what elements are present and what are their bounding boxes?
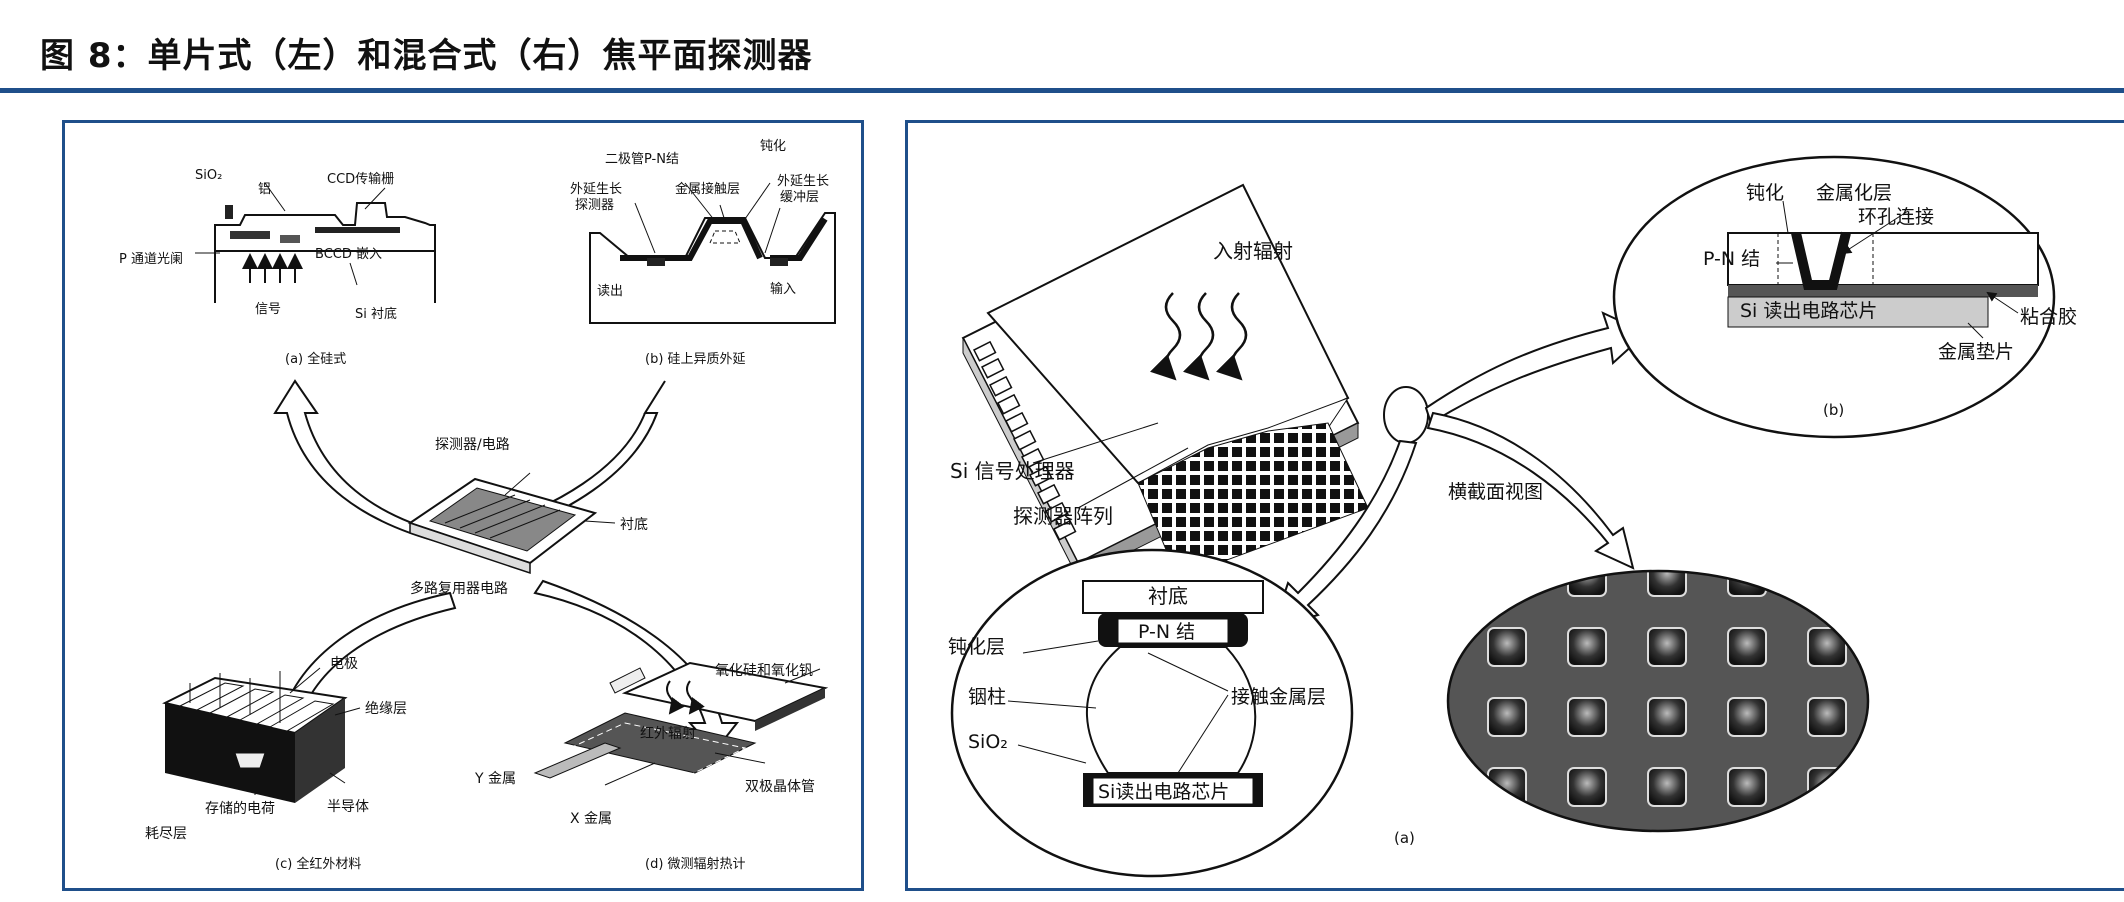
b-readout-chip-label: Si 读出电路芯片 — [1740, 300, 1877, 322]
center-mux-label: 多路复用器电路 — [410, 580, 508, 597]
b-metal-pad-label: 金属垫片 — [1938, 341, 2014, 363]
a-al-label: 铝 — [258, 182, 271, 197]
title-divider — [0, 88, 2124, 93]
si-processor-label: Si 信号处理器 — [950, 459, 1075, 483]
a-sio2-label: SiO₂ — [195, 168, 222, 183]
hybrid-diagram: 入射辐射 Si 信号处理器 探测器阵列 横截面视图 钝化 金属化层 环孔连接 P… — [948, 155, 2077, 878]
a-si-sub-label: Si 衬底 — [355, 306, 397, 322]
a-signal-label: 信号 — [255, 302, 281, 317]
b-epi-buffer-label-2: 缓冲层 — [780, 190, 819, 205]
b-adhesive-label: 粘合胶 — [2020, 306, 2077, 328]
b-via-label: 环孔连接 — [1858, 206, 1934, 228]
bump-readout-chip-label: Si读出电路芯片 — [1098, 781, 1229, 803]
a-ccd-label: CCD传输栅 — [327, 171, 394, 187]
b-input-label: 输入 — [770, 281, 796, 297]
figure-title: 图 8：单片式（左）和混合式（右）焦平面探测器 — [40, 36, 813, 76]
monolithic-panel: SiO₂ 铝 CCD传输栅 P 通道光阑 BCCD 嵌入 信号 Si 衬底 (a… — [62, 120, 864, 891]
incident-label: 入射辐射 — [1213, 239, 1293, 263]
bump-contact-metal-label: 接触金属层 — [1231, 686, 1326, 708]
cross-section-label: 横截面视图 — [1448, 481, 1543, 503]
bump-passivation-label: 钝化层 — [948, 636, 1005, 658]
b-epi-detector-label-1: 外延生长 — [570, 182, 622, 197]
center-substrate-label: 衬底 — [620, 517, 648, 533]
d-oxides-label: 氧化硅和氧化钒 — [715, 663, 813, 679]
a-pgate-label: P 通道光阑 — [119, 252, 183, 267]
b-passivation-label: 钝化 — [760, 139, 786, 154]
bump-sio2-label: SiO₂ — [968, 731, 1008, 753]
d-ir-label: 红外辐射 — [640, 726, 696, 742]
b-pn-label-r: P-N 结 — [1703, 248, 1760, 270]
detector-array-label: 探测器阵列 — [1013, 504, 1113, 528]
monolithic-diagram: SiO₂ 铝 CCD传输栅 P 通道光阑 BCCD 嵌入 信号 Si 衬底 (a… — [119, 139, 836, 872]
hybrid-array: 入射辐射 Si 信号处理器 探测器阵列 — [950, 183, 1429, 579]
indium-bump-inset: 衬底 P-N 结 钝化层 铟柱 接触金属层 SiO₂ Si读出电路芯片 — [948, 548, 1354, 878]
inset-b: 钝化 金属化层 环孔连接 P-N 结 Si 读出电路芯片 粘合胶 金属垫片 (b… — [1612, 155, 2077, 439]
center-chip: 探测器/电路 衬底 多路复用器电路 — [407, 437, 648, 597]
d-caption: (d) 微测辐射热计 — [645, 856, 746, 872]
all-ir-diagram: 电极 绝缘层 存储的电荷 半导体 耗尽层 (c) 全红外材料 — [145, 656, 407, 872]
c-depletion-label: 耗尽层 — [145, 826, 187, 842]
bump-substrate-label: 衬底 — [1148, 584, 1188, 608]
d-bipolar-label: 双极晶体管 — [745, 779, 815, 795]
a-caption: (a) 全硅式 — [285, 351, 346, 367]
all-silicon-diagram: SiO₂ 铝 CCD传输栅 P 通道光阑 BCCD 嵌入 信号 Si 衬底 (a… — [119, 168, 436, 367]
center-detector-label: 探测器/电路 — [435, 437, 510, 453]
a-caption-r: (a) — [1394, 829, 1415, 847]
d-y-metal-label: Y 金属 — [474, 771, 516, 787]
bump-indium-label: 铟柱 — [968, 686, 1006, 708]
hybrid-panel: 入射辐射 Si 信号处理器 探测器阵列 横截面视图 钝化 金属化层 环孔连接 P… — [905, 120, 2124, 891]
c-insulator-label: 绝缘层 — [365, 701, 407, 717]
c-caption: (c) 全红外材料 — [275, 856, 361, 872]
c-stored-charge-label: 存储的电荷 — [205, 801, 275, 817]
a-bccd-label: BCCD 嵌入 — [315, 247, 382, 262]
bump-pn-label: P-N 结 — [1138, 621, 1195, 643]
sem-micrograph — [1446, 569, 1870, 833]
b-pn-label: 二极管P-N结 — [605, 152, 679, 167]
b-epi-detector-label-2: 探测器 — [575, 198, 614, 213]
b-passivation-label-r: 钝化 — [1746, 182, 1784, 204]
b-readout-label: 读出 — [597, 284, 623, 299]
b-caption: (b) 硅上异质外延 — [645, 352, 746, 367]
c-semiconductor-label: 半导体 — [327, 799, 369, 815]
microbolometer-diagram: 氧化硅和氧化钒 红外辐射 Y 金属 X 金属 双极晶体管 (d) 微测辐射热计 — [474, 661, 829, 872]
b-caption-r: (b) — [1823, 401, 1844, 419]
heteroepitaxy-diagram: 二极管P-N结 钝化 金属接触层 外延生长 探测器 外延生长 缓冲层 读出 输入… — [570, 139, 836, 367]
hybrid-arrows: 横截面视图 — [1271, 311, 1648, 630]
d-x-metal-label: X 金属 — [570, 811, 612, 827]
c-electrode-label: 电极 — [330, 656, 358, 672]
b-metal-contact-label: 金属接触层 — [675, 181, 740, 197]
b-metallization-label: 金属化层 — [1816, 182, 1892, 204]
b-epi-buffer-label-1: 外延生长 — [777, 174, 829, 189]
